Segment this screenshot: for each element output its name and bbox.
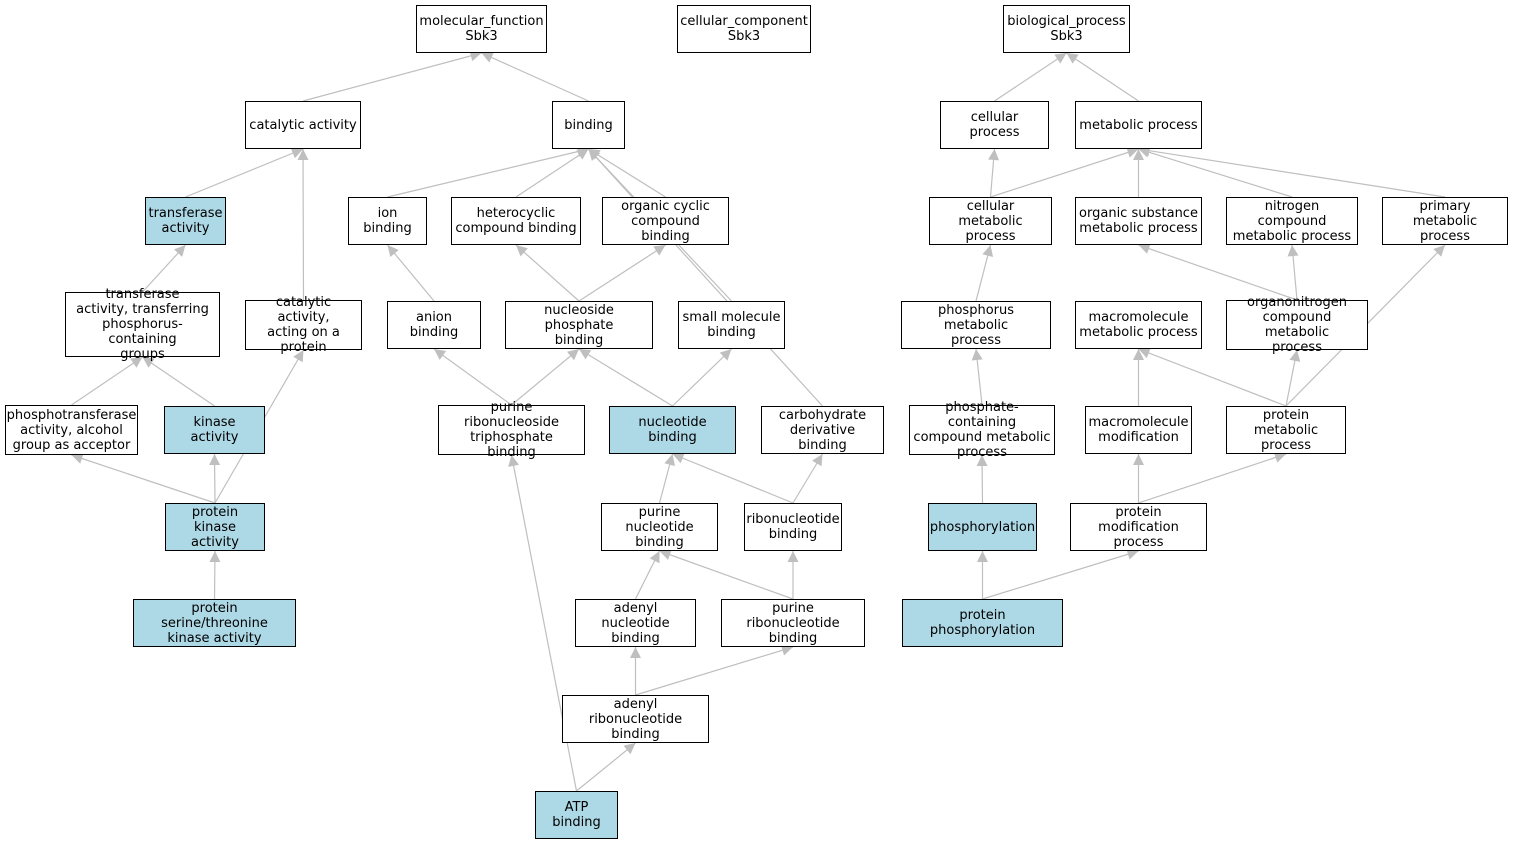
- node-phosphorylation[interactable]: phosphorylation: [928, 503, 1037, 551]
- edge-purribotri-to-anion: [433, 348, 512, 406]
- edge-catprot-to-catalytic: [297, 148, 309, 301]
- node-hetero[interactable]: heterocyclic compound binding: [451, 197, 581, 245]
- edge-purribonuc-to-purnuc: [659, 549, 794, 600]
- edge-protmetab-to-organonitro: [1285, 349, 1301, 407]
- node-smallmol[interactable]: small molecule binding: [678, 301, 785, 349]
- edge-carbo-to-binding: [588, 148, 823, 407]
- edge-serthr-to-protkinase: [209, 550, 221, 600]
- edge-protmod-to-protmetab: [1138, 452, 1287, 504]
- node-ribonuc[interactable]: ribonucleotide binding: [744, 503, 842, 551]
- node-protmod[interactable]: protein modification process: [1070, 503, 1207, 551]
- node-protphos[interactable]: protein phosphorylation: [902, 599, 1063, 647]
- node-purribonuc[interactable]: purine ribonucleotide binding: [721, 599, 865, 647]
- edge-organonitro-to-nitro: [1287, 244, 1299, 301]
- node-bp[interactable]: biological_process Sbk3: [1003, 5, 1130, 53]
- edge-ribonuc-to-nucbind: [672, 453, 794, 504]
- node-cc[interactable]: cellular_component Sbk3: [677, 5, 811, 53]
- node-phoscont[interactable]: phosphate-containing compound metabolic …: [909, 400, 1055, 460]
- edge-protmetab-to-macromol: [1138, 347, 1287, 407]
- node-binding[interactable]: binding: [552, 101, 625, 149]
- edge-phosphotrans-to-transphos: [71, 356, 143, 406]
- node-phosphotrans[interactable]: phosphotransferase activity, alcohol gro…: [5, 405, 138, 455]
- node-nucphos[interactable]: nucleoside phosphate binding: [505, 301, 653, 349]
- edge-purribotri-to-nucphos: [511, 348, 580, 406]
- edge-cellmetab-to-metabproc: [990, 147, 1139, 198]
- node-adenylribo[interactable]: adenyl ribonucleotide binding: [562, 695, 709, 743]
- edge-adenyl-to-purnuc: [634, 550, 661, 600]
- node-purribotri[interactable]: purine ribonucleoside triphosphate bindi…: [438, 400, 585, 460]
- edge-nitro-to-metabproc: [1138, 147, 1293, 198]
- node-anion[interactable]: anion binding: [387, 301, 481, 349]
- edge-phosmetab-to-cellmetab: [975, 244, 994, 302]
- edge-ionbind-to-binding: [387, 146, 589, 198]
- node-phosmetab[interactable]: phosphorus metabolic process: [901, 301, 1051, 349]
- edge-transferase-to-catalytic: [185, 148, 304, 198]
- edge-orgcyc-to-binding: [588, 148, 666, 198]
- edge-phoscont-to-phosmetab: [971, 348, 983, 406]
- node-organonitro[interactable]: organonitrogen compound metabolic proces…: [1226, 295, 1368, 355]
- node-atp[interactable]: ATP binding: [535, 791, 618, 839]
- node-catalytic[interactable]: catalytic activity: [245, 101, 361, 149]
- node-cellmetab[interactable]: cellular metabolic process: [929, 197, 1052, 245]
- node-nucbind[interactable]: nucleotide binding: [609, 406, 736, 454]
- edge-protkinase-to-kinase: [209, 453, 221, 504]
- edge-organonitro-to-orgsub: [1138, 243, 1298, 301]
- node-orgsub[interactable]: organic substance metabolic process: [1075, 197, 1202, 245]
- node-serthr[interactable]: protein serine/threonine kinase activity: [133, 599, 296, 647]
- edge-cellproc-to-bp: [994, 52, 1067, 102]
- edge-cellmetab-to-cellproc: [988, 148, 1000, 198]
- edge-purnuc-to-nucbind: [658, 453, 675, 504]
- edge-phosphorylation-to-phoscont: [976, 454, 988, 504]
- edge-protkinase-to-phosphotrans: [71, 453, 216, 504]
- edge-kinase-to-transphos: [142, 356, 215, 407]
- node-catprot[interactable]: catalytic activity, acting on a protein: [245, 295, 362, 355]
- node-nitro[interactable]: nitrogen compound metabolic process: [1226, 197, 1358, 245]
- node-orgcyc[interactable]: organic cyclic compound binding: [602, 197, 729, 245]
- edge-anion-to-ionbind: [387, 244, 435, 302]
- node-macromod[interactable]: macromolecule modification: [1085, 406, 1192, 454]
- node-protmetab[interactable]: protein metabolic process: [1226, 406, 1346, 454]
- node-primary[interactable]: primary metabolic process: [1382, 197, 1508, 245]
- node-kinase[interactable]: kinase activity: [164, 406, 265, 454]
- edge-metabproc-to-bp: [1066, 52, 1139, 102]
- edge-transphos-to-transferase: [142, 244, 186, 293]
- edge-nucphos-to-orgcyc: [578, 244, 666, 302]
- edge-adenylribo-to-purribonuc: [635, 644, 794, 696]
- edge-hetero-to-binding: [515, 148, 589, 198]
- node-mf[interactable]: molecular_function Sbk3: [416, 5, 547, 53]
- edge-nucbind-to-nucphos: [578, 348, 673, 407]
- edge-nucphos-to-hetero: [515, 244, 580, 302]
- edge-primary-to-metabproc: [1138, 145, 1446, 198]
- node-purnuc[interactable]: purine nucleotide binding: [601, 503, 718, 551]
- edge-catalytic-to-mf: [302, 50, 482, 102]
- edge-protphos-to-protmod: [982, 548, 1139, 600]
- node-transferase[interactable]: transferase activity: [145, 197, 226, 245]
- node-metabproc[interactable]: metabolic process: [1075, 101, 1202, 149]
- edge-nucbind-to-smallmol: [672, 348, 732, 407]
- node-protkinase[interactable]: protein kinase activity: [165, 503, 265, 551]
- node-transphos[interactable]: transferase activity, transferring phosp…: [65, 287, 220, 362]
- edge-atp-to-adenylribo: [576, 742, 636, 792]
- node-adenyl[interactable]: adenyl nucleotide binding: [575, 599, 696, 647]
- node-cellproc[interactable]: cellular process: [940, 101, 1049, 149]
- node-macromol[interactable]: macromolecule metabolic process: [1075, 301, 1202, 349]
- edge-ribonuc-to-carbo: [792, 453, 824, 504]
- edge-binding-to-mf: [481, 52, 589, 102]
- node-carbo[interactable]: carbohydrate derivative binding: [761, 406, 884, 454]
- node-ionbind[interactable]: ion binding: [348, 197, 427, 245]
